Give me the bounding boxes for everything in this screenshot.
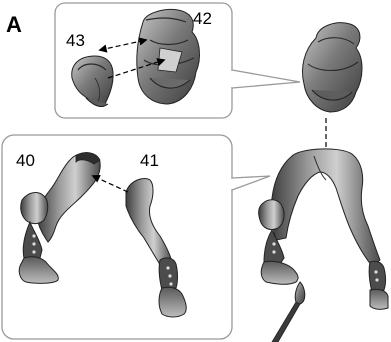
part-label-41: 41 [140,151,159,170]
step-label: A [6,12,22,37]
assembled-torso [302,22,363,113]
torso-callout: 43 42 [54,2,301,119]
torso-callout-pointer [231,69,301,89]
part-40-left-leg [18,152,101,284]
part-43-back-armor [71,55,114,107]
attach-arrow-43-42-lower [107,58,166,79]
part-41-right-leg [125,178,187,318]
part-42-torso-armor [136,9,200,105]
legs-callout: 40 41 [1,134,271,340]
part-label-43: 43 [66,31,85,50]
part-label-40: 40 [16,151,35,170]
part-label-42: 42 [193,9,212,28]
attach-arrow-41-40 [91,174,129,193]
legs-callout-pointer [231,175,271,191]
spear-part [271,281,306,342]
assembled-legs [258,148,389,310]
